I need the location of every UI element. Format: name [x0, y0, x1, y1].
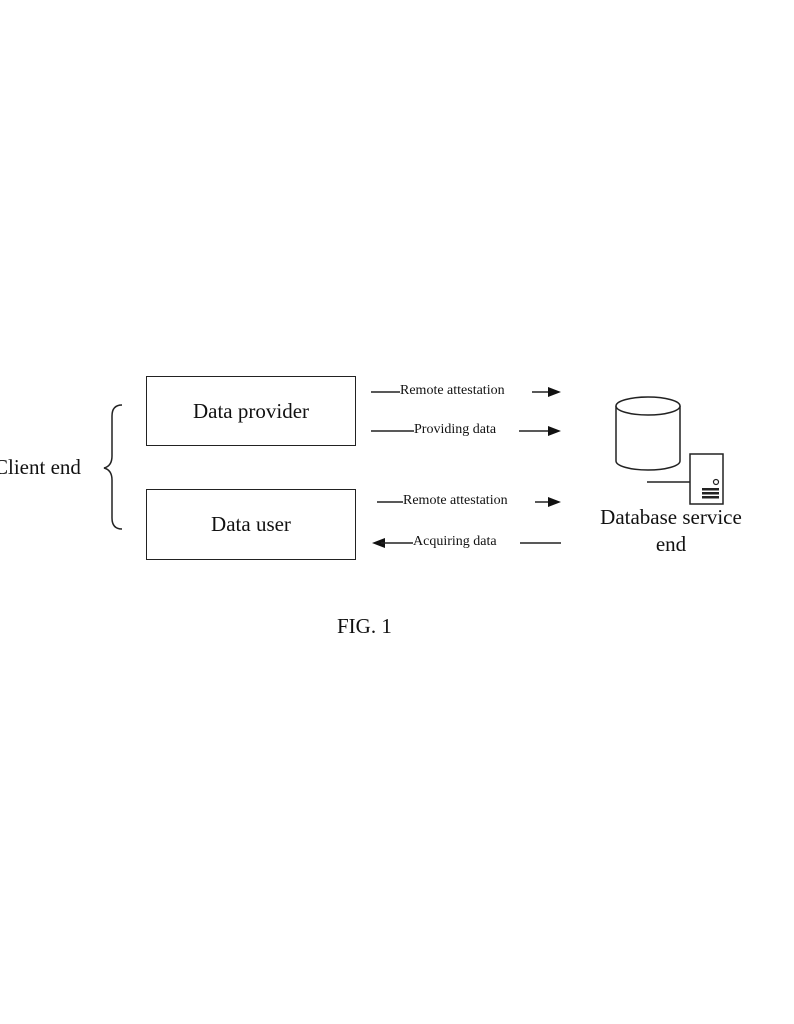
arrow-label-remote-attestation-provider: Remote attestation — [400, 383, 505, 398]
arrow-label-providing-data: Providing data — [414, 422, 497, 437]
database-service-end-line2: end — [655, 532, 687, 556]
arrowhead-left-icon — [372, 538, 385, 548]
data-provider-box: Data provider — [146, 376, 356, 446]
arrowhead-right-icon — [548, 497, 561, 507]
arrowhead-right-icon — [548, 426, 561, 436]
server-icon — [647, 453, 724, 505]
database-cylinder-icon — [615, 396, 681, 471]
database-service-end-line1: Database service — [600, 505, 742, 529]
client-brace — [103, 404, 123, 530]
client-end-label: Client end — [0, 455, 81, 479]
arrow-label-acquiring-data: Acquiring data — [413, 534, 497, 549]
data-user-box: Data user — [146, 489, 356, 560]
arrowhead-right-icon — [548, 387, 561, 397]
arrow-label-remote-attestation-user: Remote attestation — [403, 493, 508, 508]
database-service-end-label: Database service end — [588, 504, 754, 558]
figure-caption: FIG. 1 — [337, 614, 392, 638]
data-provider-label: Data provider — [192, 398, 310, 423]
data-user-label: Data user — [211, 512, 291, 536]
